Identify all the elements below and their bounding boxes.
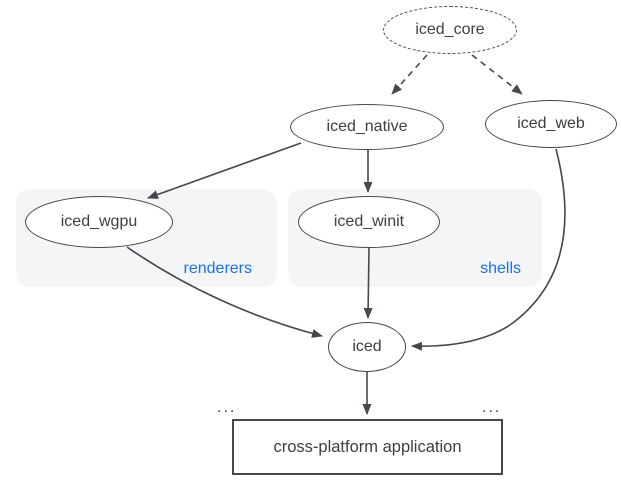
- node-iced-native-label: iced_native: [326, 118, 408, 135]
- node-iced-winit: iced_winit: [298, 196, 440, 248]
- node-iced-winit-label: iced_winit: [333, 213, 405, 230]
- shells-ellipsis: ...: [482, 399, 502, 416]
- renderers-ellipsis: ...: [217, 399, 237, 416]
- node-iced-label: iced: [352, 338, 382, 355]
- edge-core-to-web: [471, 54, 523, 95]
- node-cross-platform-application-label: cross-platform application: [273, 437, 462, 456]
- node-iced-native: iced_native: [290, 104, 444, 150]
- renderers-group-label: renderers: [183, 260, 252, 277]
- node-iced: iced: [328, 322, 406, 372]
- node-iced-web-label: iced_web: [517, 115, 585, 132]
- node-iced-core-label: iced_core: [415, 21, 485, 38]
- node-iced-web: iced_web: [485, 100, 617, 148]
- node-iced-wgpu: iced_wgpu: [25, 196, 173, 248]
- shells-group-label: shells: [480, 260, 521, 277]
- edge-core-to-native: [391, 54, 428, 95]
- node-cross-platform-application: cross-platform application: [232, 419, 503, 475]
- node-iced-wgpu-label: iced_wgpu: [60, 213, 138, 230]
- node-iced-core: iced_core: [383, 6, 517, 54]
